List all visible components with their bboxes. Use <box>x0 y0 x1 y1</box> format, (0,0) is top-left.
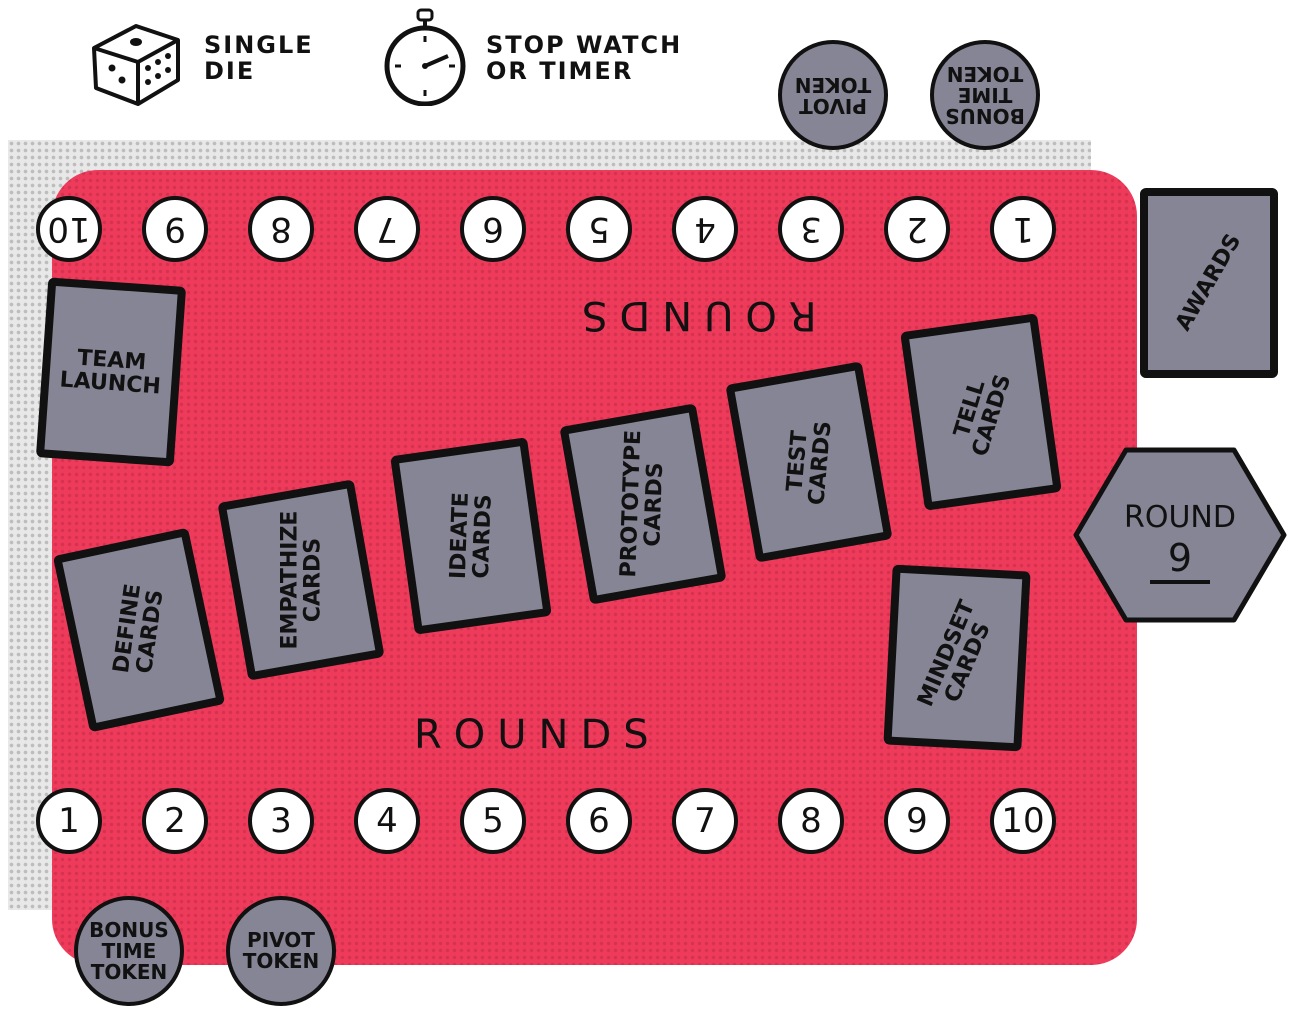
round-number-bottom[interactable]: 3 <box>248 788 314 854</box>
awards-card[interactable]: AWARDS <box>1140 188 1278 378</box>
round-number-bottom[interactable]: 1 <box>36 788 102 854</box>
rounds-label-top: ROUNDS <box>570 292 817 338</box>
ideate-card[interactable]: IDEATE CARDS <box>390 437 552 635</box>
round-number-top[interactable]: 6 <box>460 196 526 262</box>
die-label: SINGLE DIE <box>204 31 314 86</box>
stopwatch-icon <box>384 8 466 106</box>
round-number-bottom[interactable]: 5 <box>460 788 526 854</box>
round-number-bottom[interactable]: 6 <box>566 788 632 854</box>
round-number-bottom[interactable]: 7 <box>672 788 738 854</box>
round-number-bottom[interactable]: 10 <box>990 788 1056 854</box>
round-number-top[interactable]: 5 <box>566 196 632 262</box>
tell-card[interactable]: TELL CARDS <box>900 313 1062 511</box>
die-icon <box>92 24 180 106</box>
round-number-top[interactable]: 4 <box>672 196 738 262</box>
rounds-label-bottom: ROUNDS <box>414 712 661 758</box>
round-number-top[interactable]: 7 <box>354 196 420 262</box>
round-number-top[interactable]: 9 <box>142 196 208 262</box>
round-number-top[interactable]: 1 <box>990 196 1056 262</box>
round-number-top[interactable]: 8 <box>248 196 314 262</box>
round-number-top[interactable]: 10 <box>36 196 102 262</box>
pivot-token-top[interactable]: PIVOT TOKEN <box>778 40 888 150</box>
round-number-bottom[interactable]: 4 <box>354 788 420 854</box>
round-number-bottom[interactable]: 9 <box>884 788 950 854</box>
round-number-bottom[interactable]: 8 <box>778 788 844 854</box>
round-number-top[interactable]: 2 <box>884 196 950 262</box>
round-number-bottom[interactable]: 2 <box>142 788 208 854</box>
round-marker-hexagon[interactable] <box>1070 446 1290 624</box>
pivot-token-bottom[interactable]: PIVOT TOKEN <box>226 896 336 1006</box>
round-marker-label: ROUND <box>1124 500 1236 535</box>
bonus-time-token-bottom[interactable]: BONUS TIME TOKEN <box>74 896 184 1006</box>
round-number-top[interactable]: 3 <box>778 196 844 262</box>
round-marker-value: 9 <box>1150 537 1210 584</box>
stopwatch-label: STOP WATCH OR TIMER <box>486 31 683 86</box>
team-launch-card[interactable]: TEAM LAUNCH <box>35 277 187 467</box>
bonus-time-token-top[interactable]: BONUS TIME TOKEN <box>930 40 1040 150</box>
mindset-card[interactable]: MINDSET CARDS <box>883 564 1031 752</box>
